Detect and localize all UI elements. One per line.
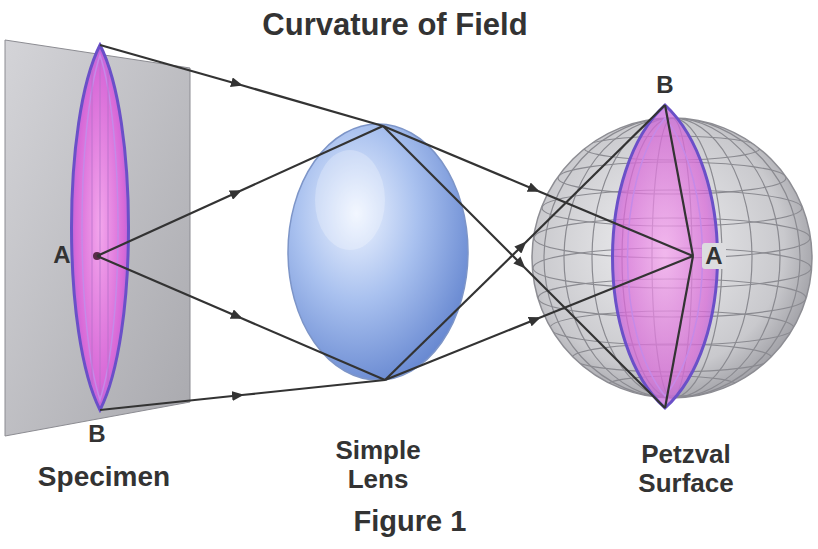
part-label: Specimen xyxy=(4,462,204,493)
point-label: B xyxy=(656,72,673,98)
figure-title: Curvature of Field xyxy=(262,8,527,42)
point-label: A xyxy=(702,243,725,269)
figure-caption: Figure 1 xyxy=(354,506,467,538)
point-label: B xyxy=(88,421,105,447)
point-label: A xyxy=(53,242,70,268)
part-label: Petzval Surface xyxy=(621,440,751,497)
part-label: Simple Lens xyxy=(318,436,438,493)
